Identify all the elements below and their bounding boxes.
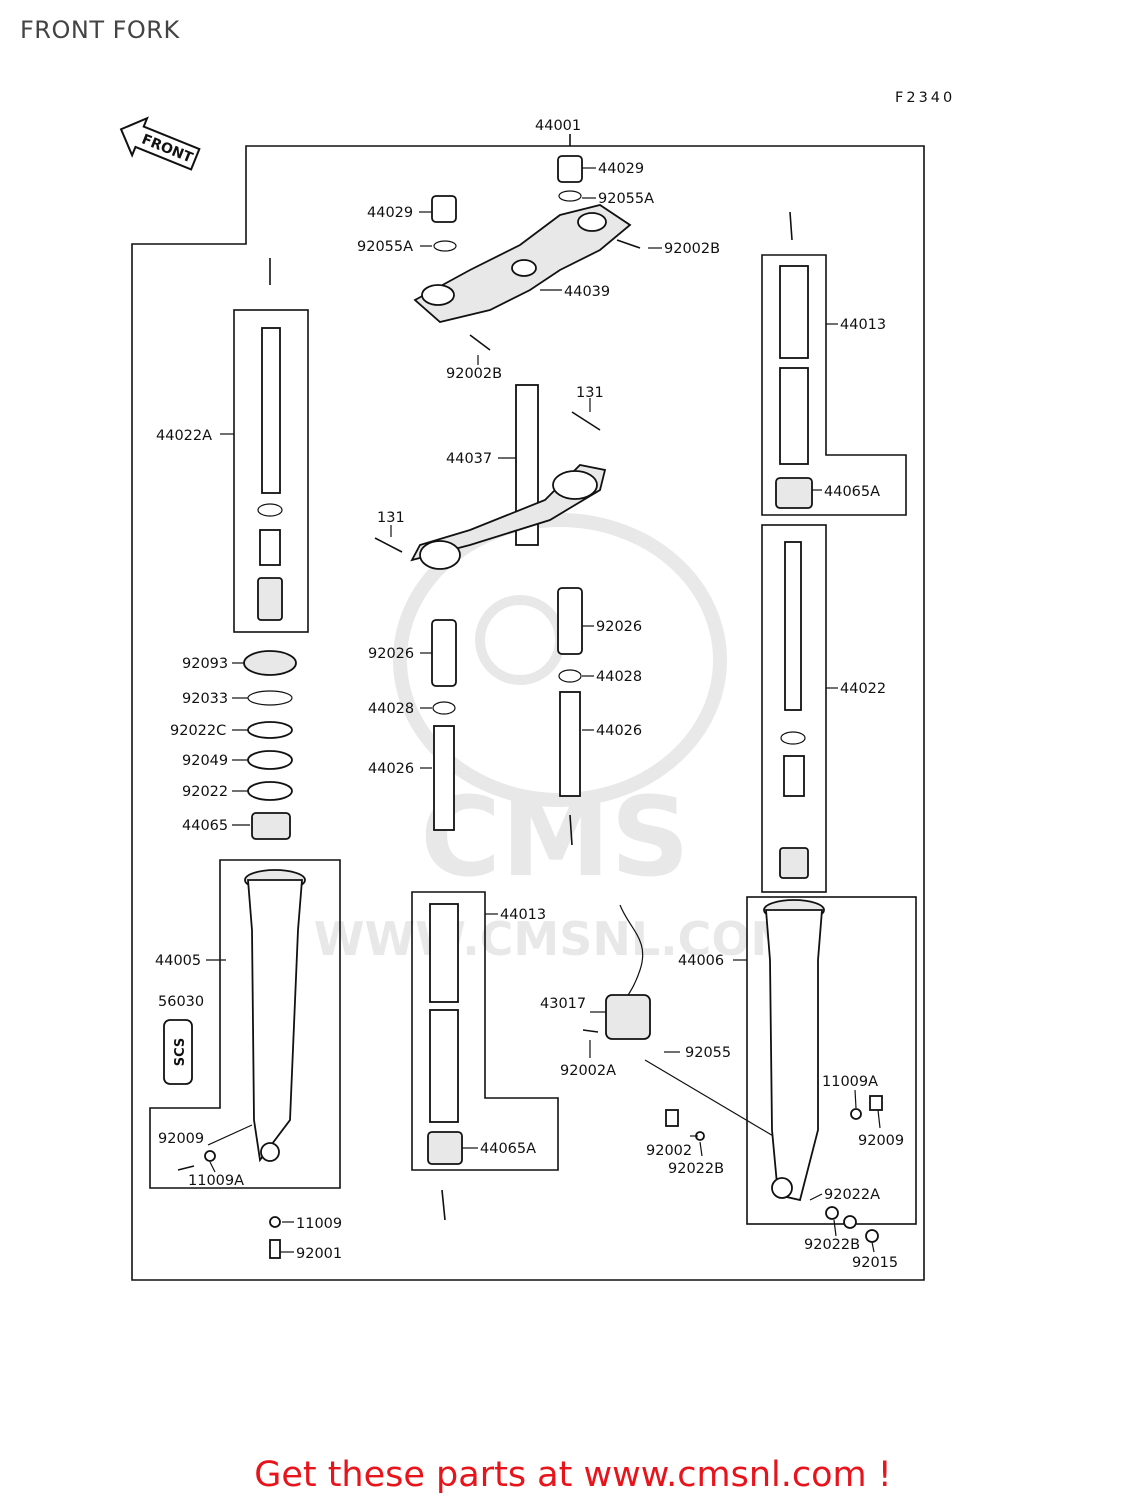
label-44026-left: 44026 <box>368 761 414 777</box>
inner-tube-44013-right <box>775 265 813 509</box>
box-44005 <box>149 859 341 1189</box>
label-92055: 92055 <box>685 1045 731 1061</box>
label-92055a-right: 92055A <box>598 191 654 207</box>
label-92001: 92001 <box>296 1246 342 1262</box>
arrow-down-center <box>569 814 573 846</box>
bolt-131-left <box>374 537 403 553</box>
footer-link[interactable]: Get these parts at www.cmsnl.com ! <box>254 1455 892 1495</box>
small-hardware-right <box>665 1095 883 1243</box>
label-56030: 56030 <box>158 994 204 1010</box>
scs-decal-label: SCS <box>173 1038 188 1067</box>
box-44006 <box>746 896 917 1225</box>
scs-decal-56030 <box>163 1019 193 1085</box>
label-11009a-right: 11009A <box>822 1074 878 1090</box>
box-44022a <box>233 309 309 633</box>
page-title: FRONT FORK <box>20 16 180 44</box>
leader-lines <box>206 167 881 1253</box>
label-92022: 92022 <box>182 784 228 800</box>
label-44065a-right: 44065A <box>824 484 880 500</box>
label-92026-right: 92026 <box>596 619 642 635</box>
label-92022c: 92022C <box>170 723 226 739</box>
label-92002a: 92002A <box>560 1063 616 1079</box>
bolt-92002b-top <box>616 239 641 249</box>
bolt-92002b-mid <box>469 334 491 351</box>
label-44001: 44001 <box>535 118 581 134</box>
spring-stack-center-right <box>557 587 583 797</box>
exploded-parts-diagram: CMS WWW.CMSNL.COM F2340 FRONT 44001 <box>119 90 955 1281</box>
cap-bolt-44029-left <box>431 195 457 252</box>
label-44028-left: 44028 <box>368 701 414 717</box>
label-44029-right: 44029 <box>598 161 644 177</box>
watermark-url: WWW.CMSNL.COM <box>314 912 797 966</box>
label-92022b-bottom: 92022B <box>804 1237 860 1253</box>
outer-tube-44005 <box>244 869 306 1163</box>
label-44029-left: 44029 <box>367 205 413 221</box>
watermark-wordmark: CMS <box>420 773 689 901</box>
label-92093: 92093 <box>182 656 228 672</box>
fork-cylinder-44022 <box>779 541 809 879</box>
label-44013-right: 44013 <box>840 317 886 333</box>
label-92002b-mid: 92002B <box>446 366 502 382</box>
label-92049: 92049 <box>182 753 228 769</box>
label-92026-left: 92026 <box>368 646 414 662</box>
box-44022 <box>761 524 827 893</box>
small-hardware-left <box>177 1150 281 1259</box>
assembly-outline <box>131 145 925 1281</box>
label-92002: 92002 <box>646 1143 692 1159</box>
bolt-131-right <box>571 411 601 431</box>
label-44022a: 44022A <box>156 428 212 444</box>
label-92002b-top: 92002B <box>664 241 720 257</box>
label-44065a-center: 44065A <box>480 1141 536 1157</box>
cap-bolt-44029-right <box>557 155 583 202</box>
seal-stack-left <box>243 650 297 840</box>
label-44028-right: 44028 <box>596 669 642 685</box>
spring-stack-center-left <box>431 619 457 831</box>
label-11009a-left: 11009A <box>188 1173 244 1189</box>
arrow-down-left <box>441 1189 446 1221</box>
label-11009: 11009 <box>296 1216 342 1232</box>
label-92015: 92015 <box>852 1255 898 1271</box>
label-92022b-mid: 92022B <box>668 1161 724 1177</box>
diagram-code: F2340 <box>895 90 955 106</box>
steering-stem-44037 <box>410 384 607 570</box>
label-92009-right: 92009 <box>858 1133 904 1149</box>
label-44013-center: 44013 <box>500 907 546 923</box>
label-44026-right: 44026 <box>596 723 642 739</box>
cms-watermark: CMS WWW.CMSNL.COM <box>314 513 797 966</box>
front-arrow-icon: FRONT <box>119 116 201 171</box>
label-43017: 43017 <box>540 996 586 1012</box>
label-92033: 92033 <box>182 691 228 707</box>
label-44065: 44065 <box>182 818 228 834</box>
box-44013-right <box>761 254 907 516</box>
outer-tube-44006 <box>763 899 825 1202</box>
label-44022: 44022 <box>840 681 886 697</box>
label-44005: 44005 <box>155 953 201 969</box>
label-44039: 44039 <box>564 284 610 300</box>
label-131-left: 131 <box>377 510 405 526</box>
box-44013-center <box>411 891 559 1171</box>
fork-cylinder-44022a <box>257 327 283 621</box>
label-92022a: 92022A <box>824 1187 880 1203</box>
label-92055a-left: 92055A <box>357 239 413 255</box>
label-44037: 44037 <box>446 451 492 467</box>
top-bridge-44039 <box>413 204 632 323</box>
sensor-43017 <box>582 904 781 1141</box>
arrow-up-right <box>789 211 793 241</box>
label-44006: 44006 <box>678 953 724 969</box>
label-92009-left: 92009 <box>158 1131 204 1147</box>
label-131-right: 131 <box>576 385 604 401</box>
inner-tube-44013-center <box>427 903 463 1165</box>
